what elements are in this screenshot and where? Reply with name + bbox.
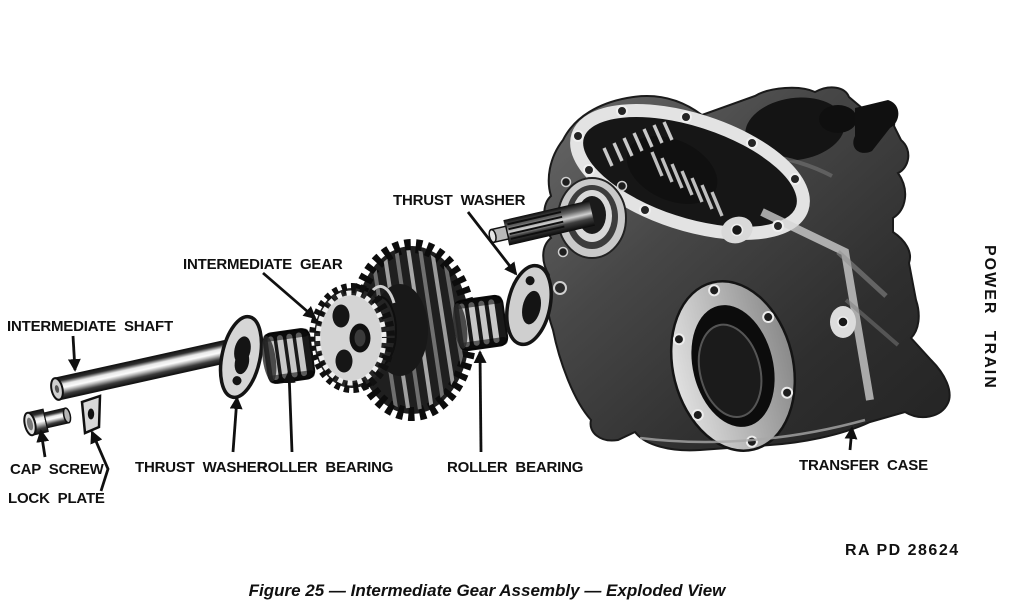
cap-screw-arrow <box>36 429 50 458</box>
intermediate-gear-arrow <box>262 271 317 320</box>
intermediate-shaft-arrow <box>67 335 81 372</box>
callout-thrust-washer-lower: THRUST WASHER <box>135 459 268 476</box>
case-intermediate-bore <box>669 280 797 452</box>
intermediate-shaft-drawing <box>50 339 230 401</box>
transfer-case-drawing <box>488 86 951 452</box>
cap-screw-drawing <box>23 407 72 437</box>
case-machined-pads <box>553 216 856 338</box>
callout-intermediate-gear: INTERMEDIATE GEAR <box>183 256 343 273</box>
case-internal-gears <box>602 121 724 217</box>
thrust-washer-upper-drawing <box>505 263 553 347</box>
power-train-side-header: POWER TRAIN <box>981 245 998 390</box>
callout-roller-bearing-right: ROLLER BEARING <box>447 459 583 476</box>
splined-input-shaft <box>488 200 595 246</box>
transfer-case-arrow <box>844 426 858 451</box>
figure-caption: Figure 25 — Intermediate Gear Assembly —… <box>249 581 728 600</box>
case-surface-highlights <box>639 250 900 444</box>
roller-bearing-left-arrow <box>282 370 296 453</box>
callout-arrows <box>36 211 858 492</box>
photo-id: RA PD 28624 <box>845 542 960 559</box>
callout-roller-bearing-left: ROLLER BEARING <box>257 459 393 476</box>
roller-bearing-right-arrow <box>473 350 487 453</box>
callout-labels: THRUST WASHER INTERMEDIATE GEAR INTERMED… <box>7 192 928 507</box>
thrust-washer-upper-arrow <box>466 211 518 276</box>
lock-plate-drawing <box>80 394 102 435</box>
callout-cap-screw: CAP SCREW <box>10 461 105 478</box>
roller-bearing-right-drawing <box>453 294 509 352</box>
lock-plate-leader <box>90 430 110 492</box>
callout-transfer-case: TRANSFER CASE <box>799 457 928 474</box>
thrust-washer-lower-arrow <box>229 396 243 453</box>
callout-lock-plate: LOCK PLATE <box>8 490 105 507</box>
callout-intermediate-shaft: INTERMEDIATE SHAFT <box>7 318 173 335</box>
intermediate-gear-drawing <box>309 239 477 421</box>
roller-bearing-left-drawing <box>262 328 316 384</box>
thrust-washer-lower-drawing <box>218 314 264 400</box>
callout-thrust-washer-upper: THRUST WASHER <box>393 192 526 209</box>
